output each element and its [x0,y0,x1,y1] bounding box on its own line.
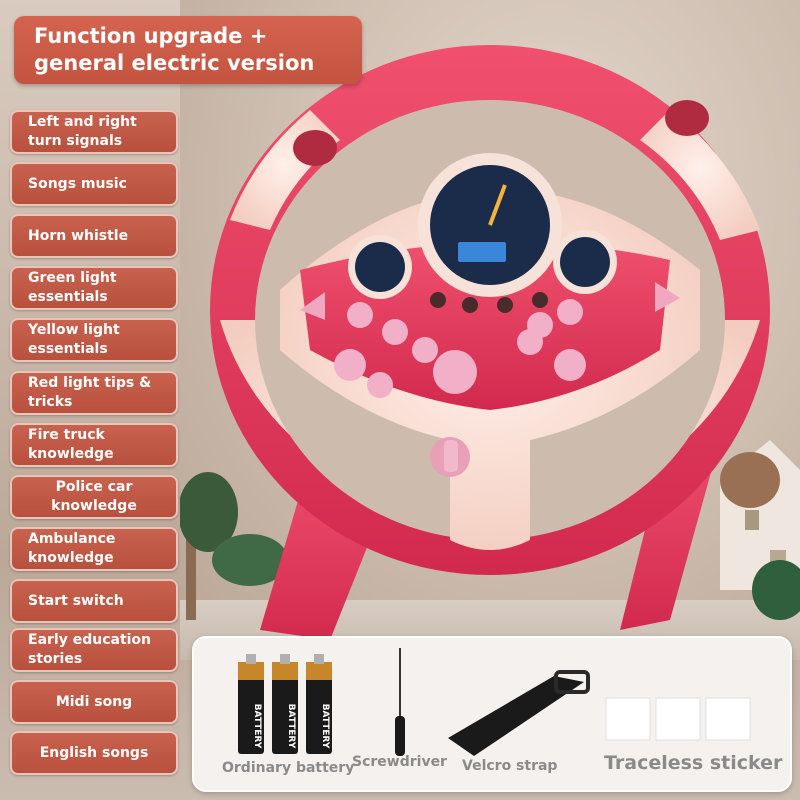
sticker-label: Traceless sticker [604,752,783,774]
feature-tag: Ambulance knowledge [10,527,178,571]
feature-tag: Left and right turn signals [10,110,178,154]
accessories-panel: BATTERY BATTERY BATTERY Ordinary battery… [192,636,792,792]
feature-tag: Red light tips & tricks [10,371,178,415]
battery-text: BATTERY [252,704,262,749]
feature-tag: Songs music [10,162,178,206]
feature-tag: Fire truck knowledge [10,423,178,467]
velcro-strap-label: Velcro strap [462,758,558,774]
title-banner: Function upgrade + general electric vers… [14,16,362,84]
battery-text: BATTERY [320,704,330,749]
screwdriver-icon [395,648,405,756]
steering-wheel-toy [210,45,770,640]
screwdriver-label: Screwdriver [352,754,447,770]
title-text: Function upgrade + general electric vers… [34,24,315,75]
feature-tag: Green light essentials [10,266,178,310]
battery-label: Ordinary battery [222,760,355,776]
battery-icon: BATTERY BATTERY BATTERY [238,654,332,754]
decor-trees [180,440,800,620]
sticker-icon [605,697,751,741]
feature-tag: Early education stories [10,628,178,672]
velcro-strap-icon [448,670,590,756]
battery-text: BATTERY [286,704,296,749]
feature-tag: Midi song [10,680,178,724]
feature-tag: Police car knowledge [10,475,178,519]
feature-tag: Start switch [10,579,178,623]
feature-tag: Horn whistle [10,214,178,258]
feature-tag: Yellow light essentials [10,318,178,362]
feature-tag: English songs [10,731,178,775]
